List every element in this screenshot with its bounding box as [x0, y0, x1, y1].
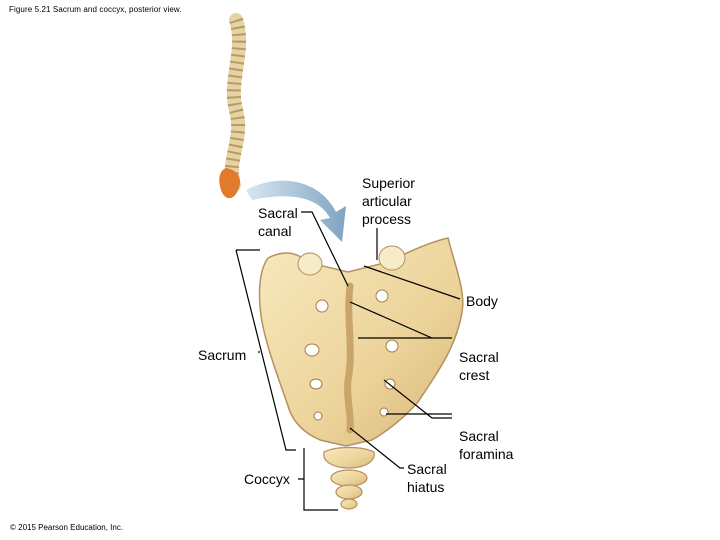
label-body: Body — [466, 293, 498, 309]
sacrum-highlight — [219, 168, 241, 199]
bracket-coccyx — [298, 448, 338, 511]
coccyx-bone — [323, 446, 375, 510]
label-sacral-hiatus: Sacral hiatus — [407, 461, 447, 495]
label-sacral-canal: Sacral canal — [258, 205, 298, 239]
label-sacrum: Sacrum — [198, 347, 247, 363]
label-sacral-foramina: Sacral foramina — [459, 428, 514, 462]
leader-sacral-hiatus — [349, 427, 404, 469]
curved-arrow — [246, 180, 346, 242]
leader-sacral-foramina — [383, 379, 452, 419]
leader-body — [363, 265, 461, 300]
vertebral-column-thumbnail — [219, 13, 247, 199]
sacrum-bone — [258, 237, 464, 447]
copyright-notice: © 2015 Pearson Education, Inc. — [10, 523, 124, 532]
label-superior-articular-process: Superior articular process — [362, 175, 415, 227]
figure-caption: Figure 5.21 Sacrum and coccyx, posterior… — [9, 5, 182, 14]
leader-lines — [235, 211, 461, 511]
bracket-sacrum — [235, 249, 296, 451]
leader-sacral-crest — [349, 301, 452, 339]
label-sacral-crest: Sacral crest — [459, 349, 499, 383]
leader-sacral-canal — [301, 211, 349, 287]
label-coccyx: Coccyx — [244, 471, 290, 487]
